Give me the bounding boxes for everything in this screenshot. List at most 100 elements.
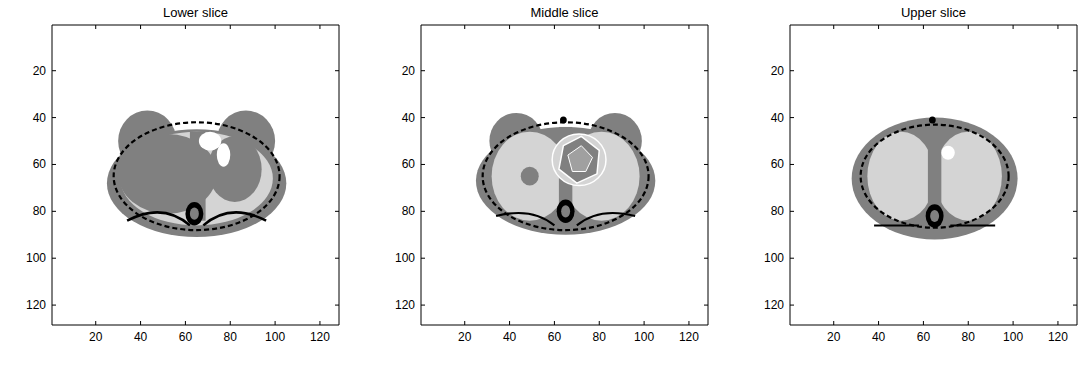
x-tick-label: 120: [679, 330, 699, 344]
tick-mark: [421, 305, 425, 306]
tick-mark: [52, 70, 56, 71]
tick-mark: [185, 321, 186, 325]
tick-mark: [52, 211, 56, 212]
tick-mark: [1073, 164, 1077, 165]
tick-mark: [464, 25, 465, 29]
tick-mark: [790, 164, 794, 165]
y-tick-label: 60: [33, 157, 46, 171]
tick-mark: [509, 25, 510, 29]
tick-mark: [230, 321, 231, 325]
tick-mark: [644, 25, 645, 29]
tick-mark: [704, 70, 708, 71]
tick-mark: [140, 321, 141, 325]
lower-slice-image: [52, 25, 339, 325]
tick-mark: [704, 258, 708, 259]
tick-mark: [421, 211, 425, 212]
tick-mark: [230, 25, 231, 29]
tick-mark: [52, 117, 56, 118]
tick-mark: [704, 117, 708, 118]
tick-mark: [335, 117, 339, 118]
tick-mark: [644, 321, 645, 325]
tick-mark: [878, 321, 879, 325]
tick-mark: [421, 70, 425, 71]
tick-mark: [704, 211, 708, 212]
tick-mark: [790, 258, 794, 259]
tick-mark: [1057, 25, 1058, 29]
tick-mark: [688, 25, 689, 29]
tick-mark: [335, 305, 339, 306]
tick-mark: [790, 305, 794, 306]
tick-mark: [140, 25, 141, 29]
tick-mark: [319, 321, 320, 325]
x-tick-label: 40: [134, 330, 147, 344]
tick-mark: [554, 25, 555, 29]
y-tick-label: 120: [395, 298, 415, 312]
x-tick-label: 60: [179, 330, 192, 344]
tick-mark: [95, 25, 96, 29]
tick-mark: [95, 321, 96, 325]
tick-mark: [704, 305, 708, 306]
y-tick-label: 100: [395, 251, 415, 265]
tick-mark: [275, 321, 276, 325]
tick-mark: [599, 25, 600, 29]
tick-mark: [52, 305, 56, 306]
x-tick-label: 20: [827, 330, 840, 344]
tick-mark: [1073, 211, 1077, 212]
tick-mark: [833, 321, 834, 325]
tick-mark: [1013, 25, 1014, 29]
x-tick-label: 40: [503, 330, 516, 344]
panel-title: Lower slice: [163, 6, 228, 20]
tick-mark: [688, 321, 689, 325]
tick-mark: [790, 70, 794, 71]
tick-mark: [335, 211, 339, 212]
tick-mark: [923, 321, 924, 325]
axes-panel: [52, 25, 339, 325]
tick-mark: [1073, 117, 1077, 118]
panel-title: Middle slice: [531, 6, 599, 20]
y-tick-label: 20: [33, 64, 46, 78]
tick-mark: [1073, 70, 1077, 71]
tick-mark: [52, 164, 56, 165]
y-tick-label: 100: [764, 251, 784, 265]
tick-mark: [52, 258, 56, 259]
axes-panel: [421, 25, 708, 325]
middle-slice-image: [421, 25, 708, 325]
y-tick-label: 40: [33, 111, 46, 125]
y-tick-label: 120: [764, 298, 784, 312]
panel-title: Upper slice: [901, 6, 966, 20]
y-tick-label: 80: [771, 204, 784, 218]
x-tick-label: 80: [593, 330, 606, 344]
tick-mark: [1073, 305, 1077, 306]
tick-mark: [335, 70, 339, 71]
y-tick-label: 80: [402, 204, 415, 218]
x-tick-label: 100: [265, 330, 285, 344]
tick-mark: [319, 25, 320, 29]
tick-mark: [1057, 321, 1058, 325]
y-tick-label: 120: [26, 298, 46, 312]
x-tick-label: 100: [1003, 330, 1023, 344]
upper-slice-image: [790, 25, 1077, 325]
axes-panel: [790, 25, 1077, 325]
x-tick-label: 20: [458, 330, 471, 344]
tick-mark: [923, 25, 924, 29]
tick-mark: [464, 321, 465, 325]
x-tick-label: 80: [962, 330, 975, 344]
tick-mark: [421, 164, 425, 165]
x-tick-label: 40: [872, 330, 885, 344]
x-tick-label: 80: [224, 330, 237, 344]
tick-mark: [421, 117, 425, 118]
tick-mark: [790, 117, 794, 118]
tick-mark: [878, 25, 879, 29]
tick-mark: [554, 321, 555, 325]
y-tick-label: 20: [402, 64, 415, 78]
y-tick-label: 40: [402, 111, 415, 125]
y-tick-label: 60: [771, 157, 784, 171]
tick-mark: [704, 164, 708, 165]
tick-mark: [968, 25, 969, 29]
x-tick-label: 60: [917, 330, 930, 344]
tick-mark: [421, 258, 425, 259]
tick-mark: [790, 211, 794, 212]
y-tick-label: 20: [771, 64, 784, 78]
x-tick-label: 60: [548, 330, 561, 344]
